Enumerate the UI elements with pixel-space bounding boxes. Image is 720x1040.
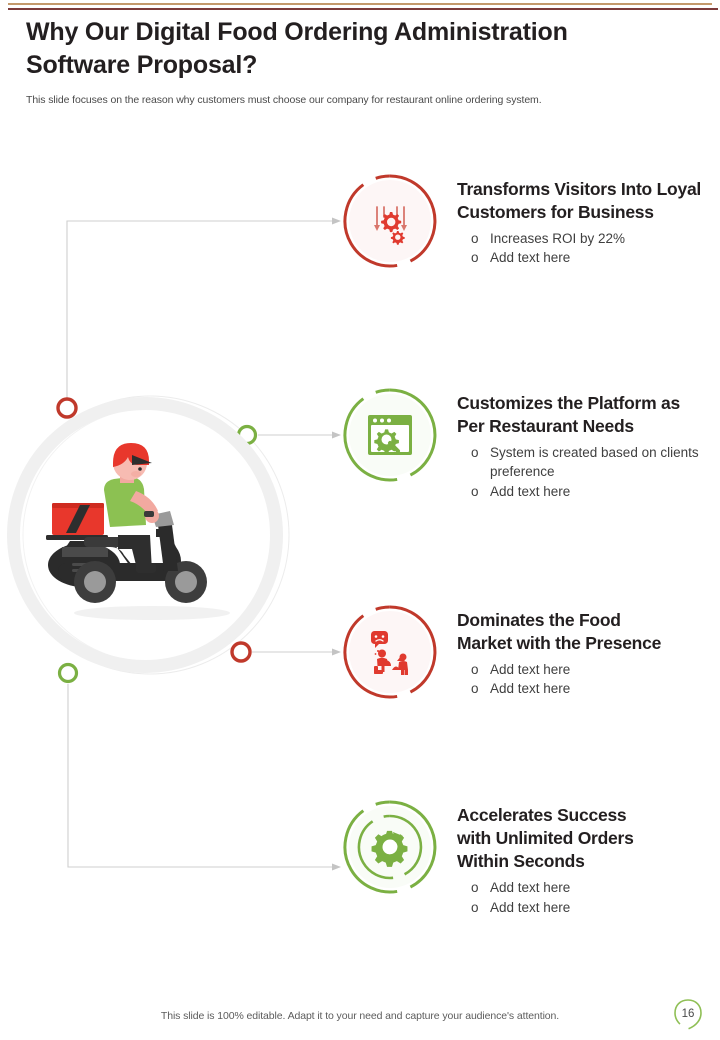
bullet-text: Add text here xyxy=(490,483,571,499)
page-number: 16 xyxy=(681,1008,695,1020)
feature-item-accelerates-success[interactable]: Accelerates Success with Unlimited Order… xyxy=(343,800,720,917)
feature-title-line-1: Customizes the Platform as xyxy=(457,393,680,413)
bullet-text: System is created based on clients prefe… xyxy=(490,445,699,480)
feature-title: Customizes the Platform as Per Restauran… xyxy=(457,392,720,438)
page-title-line-1: Why Our Digital Food Ordering Administra… xyxy=(26,18,568,46)
bullet-text: Add text here xyxy=(490,662,571,678)
feature-title: Accelerates Success with Unlimited Order… xyxy=(457,804,720,873)
feature-text-customizes-platform: Customizes the Platform as Per Restauran… xyxy=(457,388,720,501)
list-item: o Add text here xyxy=(471,898,720,917)
page-number-badge: 16 xyxy=(670,996,706,1032)
delivery-scooter-illustration xyxy=(46,443,230,620)
feature-item-transforms-visitors[interactable]: Transforms Visitors Into Loyal Customers… xyxy=(343,174,720,268)
feature-bullet-list: o Increases ROI by 22% o Add text here xyxy=(471,229,720,268)
feature-icon-customizes-platform xyxy=(343,388,437,482)
list-item: o Add text here xyxy=(471,878,720,897)
bullet-marker: o xyxy=(471,662,479,678)
list-item: o Add text here xyxy=(471,482,720,501)
bullet-marker: o xyxy=(471,483,479,499)
icon-ring-arc xyxy=(343,388,437,482)
page-title-line-2: Software Proposal? xyxy=(26,50,258,79)
bullet-marker: o xyxy=(471,445,479,461)
feature-title-line-2: Per Restaurant Needs xyxy=(457,416,634,437)
top-rule-tan xyxy=(8,3,712,5)
page-title: Why Our Digital Food Ordering Administra… xyxy=(26,16,686,81)
feature-text-accelerates-success: Accelerates Success with Unlimited Order… xyxy=(457,800,720,917)
feature-title-line-1: Dominates the Food xyxy=(457,610,621,630)
feature-title-line-2: Market with the Presence xyxy=(457,633,662,654)
bullet-text: Add text here xyxy=(490,880,571,896)
list-item: o Add text here xyxy=(471,679,720,698)
top-rule-maroon xyxy=(8,8,718,10)
bullet-marker: o xyxy=(471,880,479,896)
feature-bullet-list: o Add text here o Add text here xyxy=(471,878,720,917)
list-item: o System is created based on clients pre… xyxy=(471,443,720,482)
slide-header: Why Our Digital Food Ordering Administra… xyxy=(26,16,686,107)
bullet-text: Add text here xyxy=(490,681,571,697)
feature-title-line-2: Customers for Business xyxy=(457,202,654,223)
list-item: o Add text here xyxy=(471,248,720,267)
bullet-marker: o xyxy=(471,231,479,247)
bullet-marker: o xyxy=(471,681,479,697)
list-item: o Add text here xyxy=(471,660,720,679)
icon-ring-arc xyxy=(343,605,437,699)
illustration-container xyxy=(0,385,300,685)
gears-funnel-icon xyxy=(343,174,437,268)
icon-ring-arc xyxy=(343,174,437,268)
feature-text-transforms-visitors: Transforms Visitors Into Loyal Customers… xyxy=(457,174,720,268)
feature-title-line-1: Transforms Visitors Into Loyal xyxy=(457,179,702,199)
browser-settings-icon xyxy=(343,388,437,482)
page-subtitle: This slide focuses on the reason why cus… xyxy=(26,94,542,106)
bullet-text: Add text here xyxy=(490,899,571,915)
feature-icon-transforms-visitors xyxy=(343,174,437,268)
feature-title-line-3: Within Seconds xyxy=(457,851,585,872)
feature-item-dominates-food-market[interactable]: Dominates the Food Market with the Prese… xyxy=(343,605,720,699)
feature-title-line-2: with Unlimited Orders xyxy=(457,828,634,849)
footer-note: This slide is 100% editable. Adapt it to… xyxy=(160,1010,560,1022)
bullet-marker: o xyxy=(471,250,479,266)
feature-bullet-list: o Add text here o Add text here xyxy=(471,660,720,699)
gear-refresh-icon xyxy=(343,800,437,894)
people-feedback-icon xyxy=(343,605,437,699)
feature-item-customizes-platform[interactable]: Customizes the Platform as Per Restauran… xyxy=(343,388,720,501)
feature-text-dominates-food-market: Dominates the Food Market with the Prese… xyxy=(457,605,720,699)
bullet-text: Increases ROI by 22% xyxy=(490,231,626,247)
feature-icon-accelerates-success xyxy=(343,800,437,894)
icon-ring-arc xyxy=(343,800,437,894)
feature-title-line-1: Accelerates Success xyxy=(457,805,627,825)
bullet-marker: o xyxy=(471,899,479,915)
list-item: o Increases ROI by 22% xyxy=(471,229,720,248)
icon-inner-fill xyxy=(349,611,431,693)
feature-title: Transforms Visitors Into Loyal Customers… xyxy=(457,178,720,224)
feature-bullet-list: o System is created based on clients pre… xyxy=(471,443,720,501)
feature-icon-dominates-food-market xyxy=(343,605,437,699)
feature-title: Dominates the Food Market with the Prese… xyxy=(457,609,720,655)
bullet-text: Add text here xyxy=(490,250,571,266)
